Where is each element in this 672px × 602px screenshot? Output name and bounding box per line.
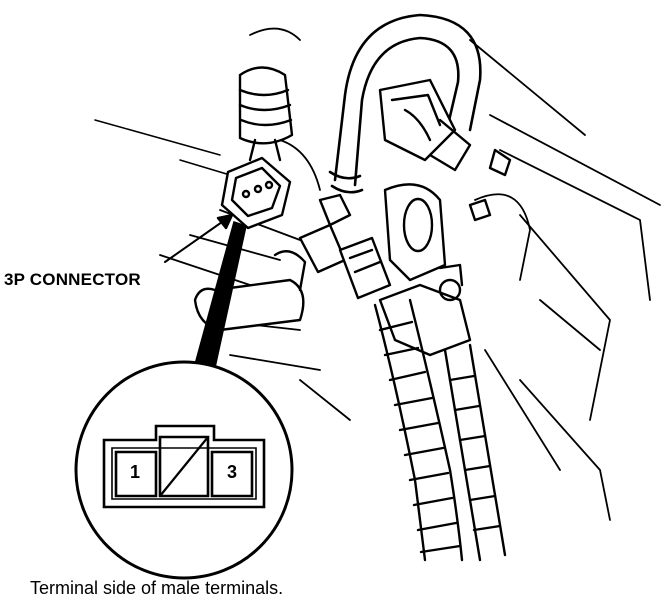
callout-arrowhead: [216, 213, 234, 230]
pin-number-3: 3: [227, 462, 238, 482]
figure-caption: Terminal side of male terminals.: [30, 578, 284, 598]
corrugated-harness: [373, 298, 507, 562]
connector-outline: [102, 424, 266, 509]
harness-connectors: [298, 223, 472, 357]
terminal-face-diagram: [102, 424, 266, 509]
hose-clamp: [378, 78, 472, 172]
terminal-cavity-3: [210, 450, 254, 498]
terminal-cavity-2-slash: [159, 436, 209, 497]
terminal-cavity-2: [158, 435, 210, 498]
connector-callout-label: 3P CONNECTOR: [4, 270, 141, 289]
wire-boot: [238, 66, 294, 162]
connector-housing: [220, 156, 292, 230]
terminal-cavity-1: [114, 450, 158, 498]
pin-number-1: 1: [130, 462, 141, 482]
coolant-hose: [328, 13, 482, 194]
mounting-bracket: [318, 148, 512, 282]
magnifier-circle: [74, 360, 294, 580]
